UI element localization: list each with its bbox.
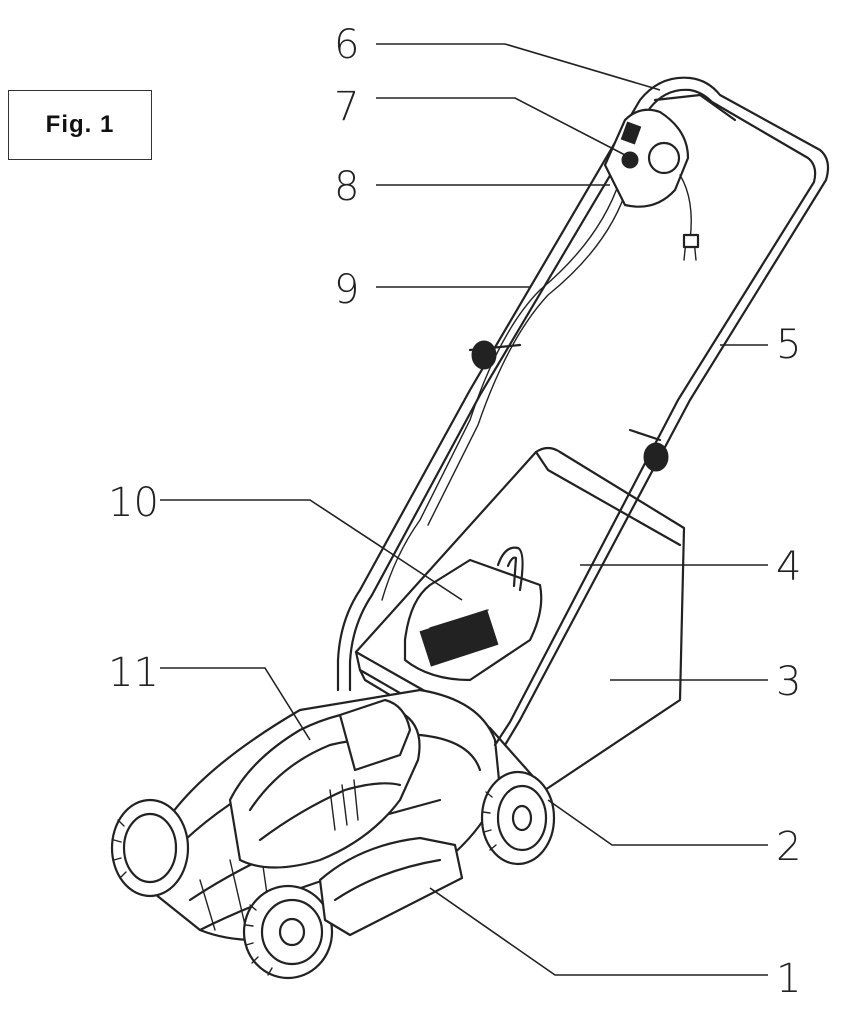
rear-flap — [318, 836, 464, 937]
wheel-front-left — [110, 798, 190, 898]
callout-labels: 6 7 8 9 5 10 4 11 3 2 1 — [108, 22, 801, 1002]
switch-box — [603, 93, 737, 261]
callout-11: 11 — [108, 650, 159, 696]
handle-frame — [336, 76, 830, 747]
figure-label-box: Fig. 1 — [8, 90, 152, 160]
wheel-rear — [480, 770, 556, 866]
callout-5: 5 — [776, 322, 801, 368]
callout-8: 8 — [334, 164, 359, 210]
leader-lines — [160, 43, 768, 976]
bag-handle-box — [403, 546, 543, 682]
figure-title: Fig. 1 — [45, 111, 115, 138]
callout-6: 6 — [334, 22, 359, 68]
callout-4: 4 — [776, 544, 801, 590]
wheel-front-right — [242, 884, 334, 980]
callout-2: 2 — [776, 824, 801, 870]
callout-1: 1 — [776, 956, 801, 1002]
callout-10: 10 — [108, 480, 159, 526]
motor-cover — [228, 698, 421, 869]
callout-7: 7 — [334, 84, 359, 130]
callout-9: 9 — [334, 267, 359, 313]
callout-3: 3 — [776, 659, 801, 705]
